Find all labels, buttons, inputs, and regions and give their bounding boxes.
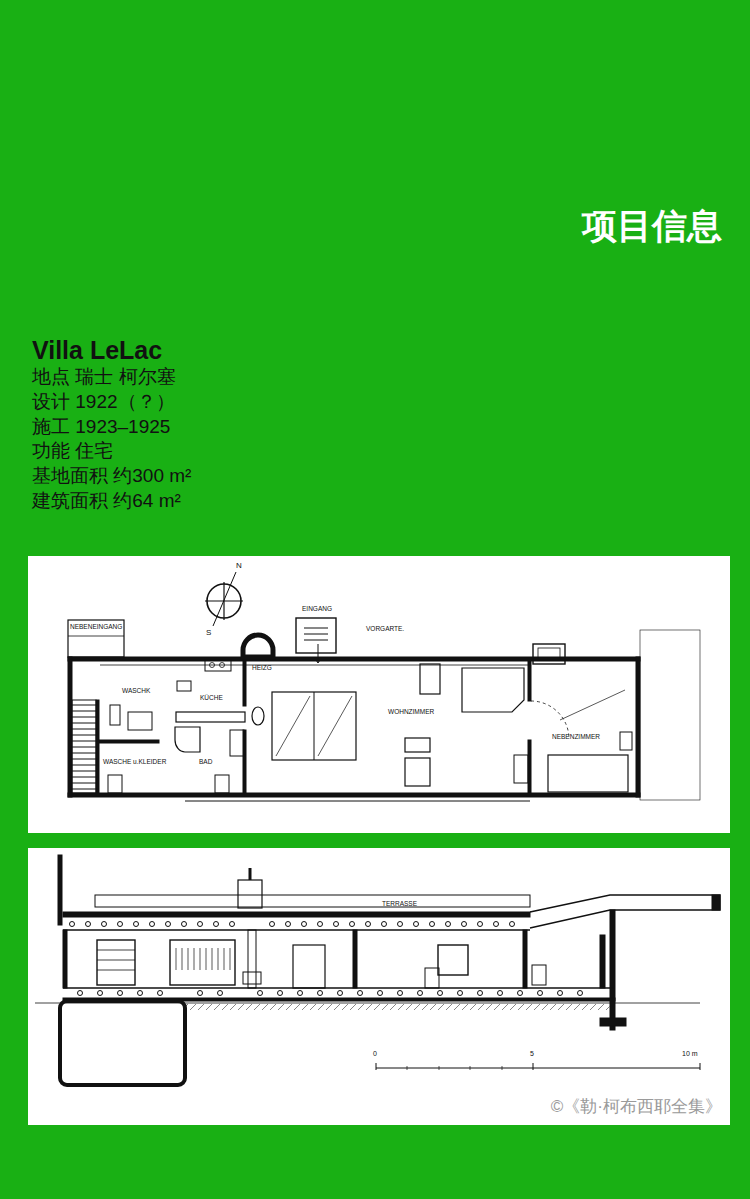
- room-label: NEBENEINGANG: [70, 623, 122, 631]
- room-label: NEBENZIMMER: [552, 733, 600, 741]
- info-line: 建筑面积 约64 m²: [32, 490, 181, 513]
- page-title: 项目信息: [582, 205, 722, 247]
- compass-letter: S: [206, 628, 211, 638]
- section-drawing: [35, 855, 720, 1085]
- compass-letter: N: [236, 561, 242, 571]
- plan-panel: [28, 556, 730, 833]
- room-label: VORGARTE.: [366, 625, 404, 633]
- info-line: 施工 1923–1925: [32, 416, 170, 439]
- room-label: WASCHE u.KLEIDER: [103, 758, 166, 766]
- terrace-label: TERRASSE: [382, 900, 417, 908]
- scale-number: 5: [530, 1050, 534, 1058]
- scale-number: 0: [373, 1050, 377, 1058]
- room-label: WOHNZIMMER: [388, 708, 434, 716]
- room-label: HEIZG: [252, 664, 272, 672]
- info-line: 功能 住宅: [32, 440, 113, 463]
- room-label: BAD: [199, 758, 212, 766]
- section-panel: [28, 848, 730, 1125]
- info-line: 设计 1922（？）: [32, 391, 175, 414]
- room-label: EINGANG: [302, 605, 332, 613]
- scale-number: 10 m: [682, 1050, 698, 1058]
- info-line: 地点 瑞士 柯尔塞: [32, 366, 176, 389]
- floor-plan: [68, 572, 700, 801]
- copyright-caption: ©《勒·柯布西耶全集》: [551, 1097, 722, 1117]
- info-line: 基地面积 约300 m²: [32, 465, 191, 488]
- room-label: KÜCHE: [200, 694, 223, 702]
- room-label: WASCHK: [122, 687, 150, 695]
- project-name: Villa LeLac: [32, 335, 162, 365]
